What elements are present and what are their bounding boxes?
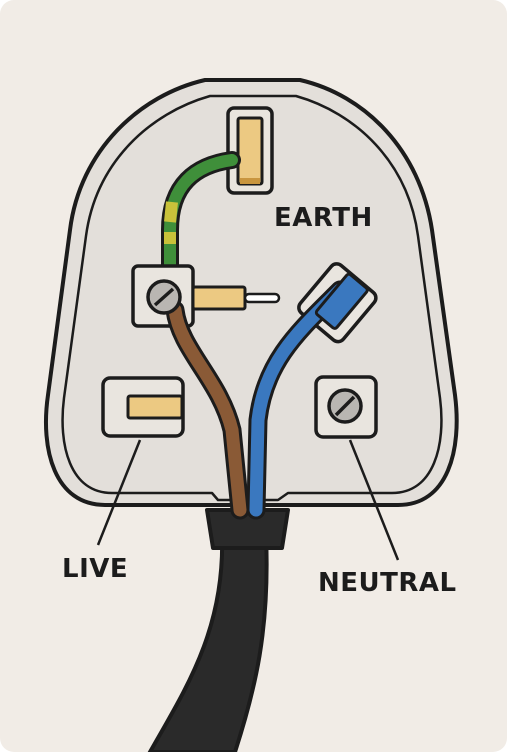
neutral-leader-line [348, 439, 400, 561]
live-leader-line [96, 439, 142, 546]
power-cable [147, 533, 269, 752]
plug-body-inner-rim [61, 94, 443, 502]
live-pin [126, 394, 184, 420]
earth-label: EARTH [274, 203, 373, 233]
fuse-contact [191, 285, 247, 311]
neutral-label: NEUTRAL [318, 568, 457, 598]
earth-pin [236, 116, 264, 186]
live-label: LIVE [62, 554, 129, 584]
fuse-pin [243, 292, 281, 304]
